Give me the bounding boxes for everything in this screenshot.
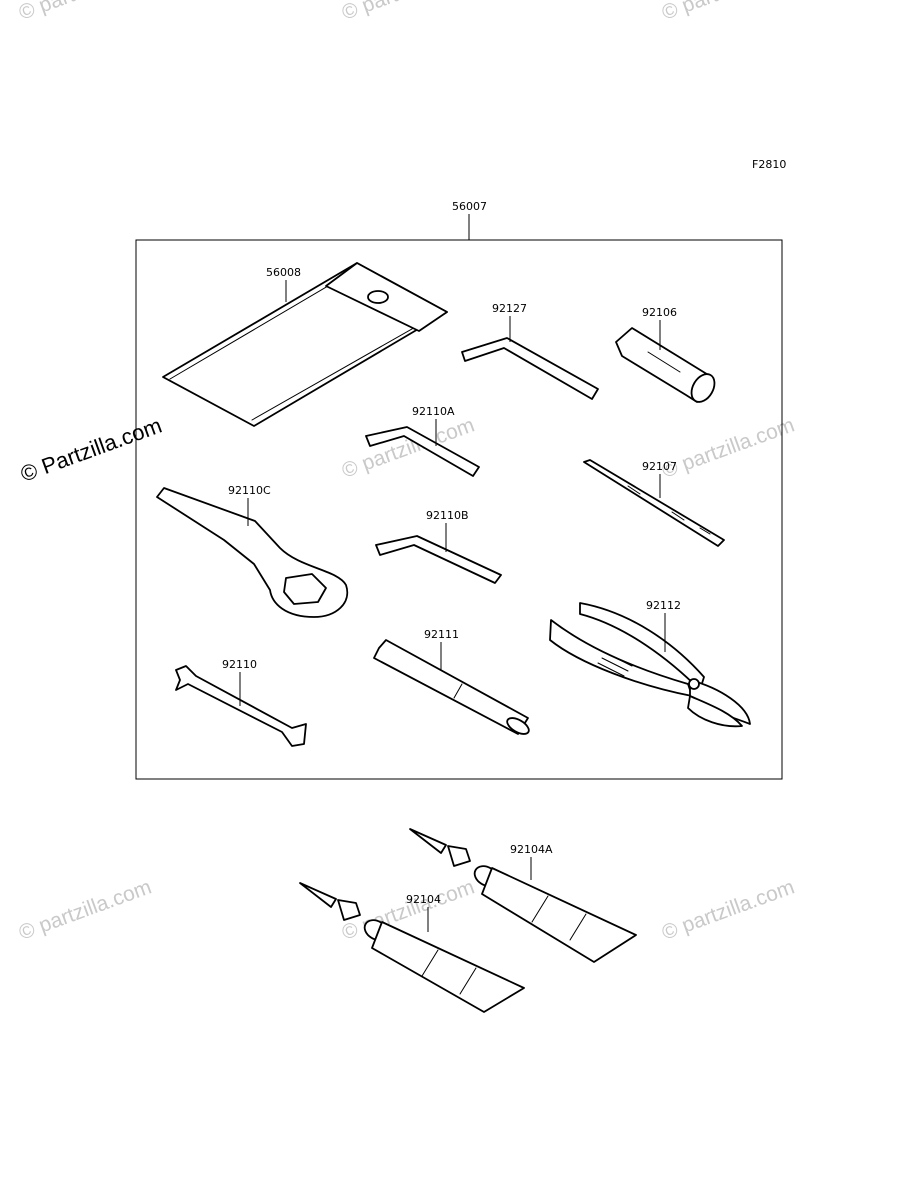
- ring-wrench: [156, 487, 349, 618]
- grease-tube: [299, 882, 525, 1013]
- part-label-socket: 92106: [642, 306, 677, 319]
- watermark: © partzilla.com: [16, 0, 155, 25]
- part-label-pliers: 92112: [646, 599, 681, 612]
- part-label-hex-key-large: 92127: [492, 302, 527, 315]
- part-label-kit: 56007: [452, 200, 487, 213]
- watermark: © partzilla.com: [16, 875, 155, 944]
- grease-tube-a: [409, 828, 637, 963]
- hex-key-large: [461, 337, 599, 400]
- watermark: © partzilla.com: [659, 875, 798, 944]
- part-label-hex-key-b: 92110B: [426, 509, 469, 522]
- handle-bar: [373, 639, 530, 735]
- screwdriver: [583, 459, 725, 547]
- part-label-hex-key-a: 92110A: [412, 405, 455, 418]
- open-wrench: [175, 665, 307, 747]
- part-label-pouch: 56008: [266, 266, 301, 279]
- watermark-layer: © partzilla.com © partzilla.com © partzi…: [16, 0, 798, 945]
- watermark: © partzilla.com: [659, 0, 798, 25]
- watermark: © partzilla.com: [339, 413, 478, 482]
- kit-box: [135, 239, 783, 780]
- watermark: © partzilla.com: [339, 0, 478, 25]
- brand-watermark: © Partzilla.com: [17, 413, 165, 487]
- figure-code: F2810: [752, 158, 786, 171]
- part-label-tube: 92104: [406, 893, 441, 906]
- tool-pouch: [162, 262, 448, 427]
- part-label-handle: 92111: [424, 628, 459, 641]
- part-label-ring-wrench: 92110C: [228, 484, 271, 497]
- hex-key-b: [375, 535, 502, 584]
- part-label-open-wrench: 92110: [222, 658, 257, 671]
- part-label-tube-a: 92104A: [510, 843, 553, 856]
- part-label-screwdriver: 92107: [642, 460, 677, 473]
- watermark: © partzilla.com: [659, 413, 798, 482]
- socket-tool: [615, 327, 716, 403]
- pliers: [549, 602, 751, 728]
- hex-key-a: [365, 426, 480, 477]
